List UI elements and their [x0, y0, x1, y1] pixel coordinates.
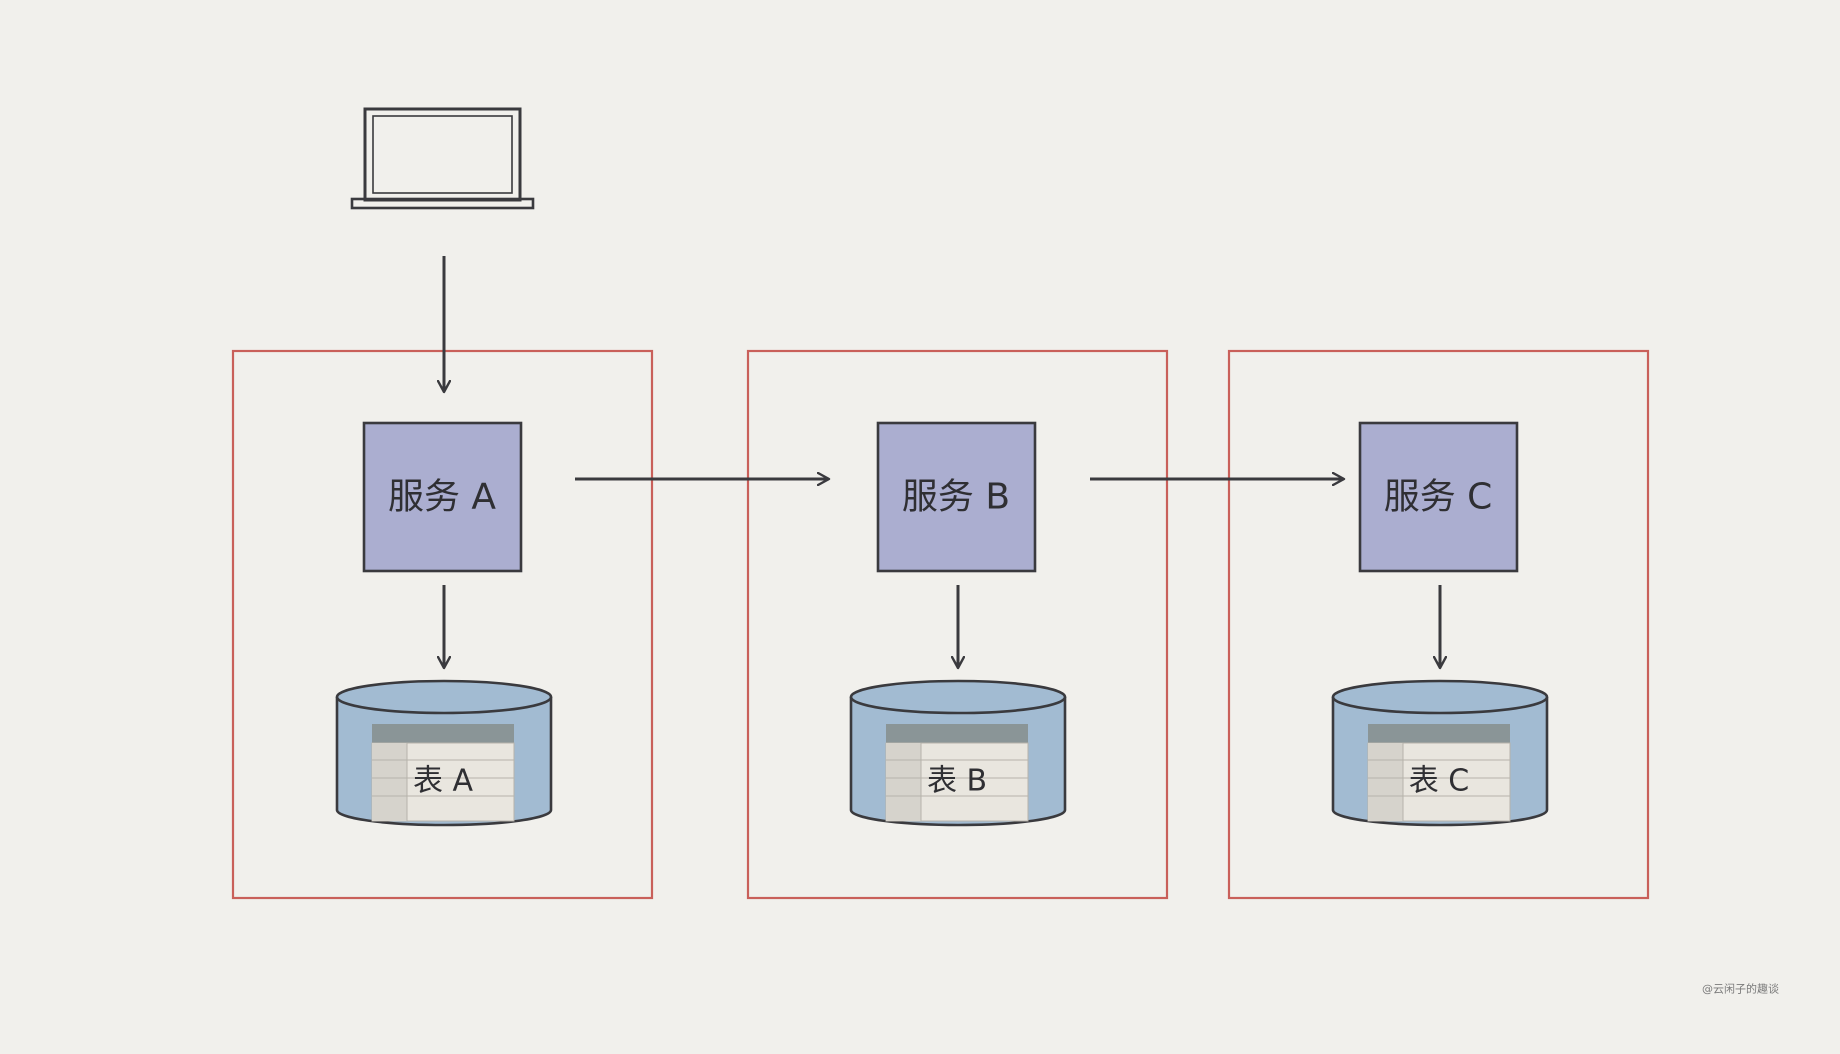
- database-icon: 表 A: [335, 679, 553, 827]
- table-label: 表 B: [927, 764, 987, 799]
- service-label: 服务 C: [1384, 477, 1493, 518]
- table-label: 表 C: [1409, 764, 1469, 799]
- service-node-a: 服务 A: [362, 421, 523, 573]
- service-node-c: 服务 C: [1358, 421, 1519, 573]
- service-node-b: 服务 B: [876, 421, 1037, 573]
- service-label: 服务 A: [388, 477, 496, 518]
- service-label: 服务 B: [902, 477, 1010, 518]
- service-boundary-c: [1227, 349, 1650, 900]
- database-icon: 表 B: [849, 679, 1067, 827]
- database-icon: 表 C: [1331, 679, 1549, 827]
- laptop-icon: [350, 107, 535, 210]
- table-label: 表 A: [413, 764, 474, 799]
- author-credit: @云闲子的趣谈: [1702, 982, 1779, 996]
- service-boundary-b: [746, 349, 1169, 900]
